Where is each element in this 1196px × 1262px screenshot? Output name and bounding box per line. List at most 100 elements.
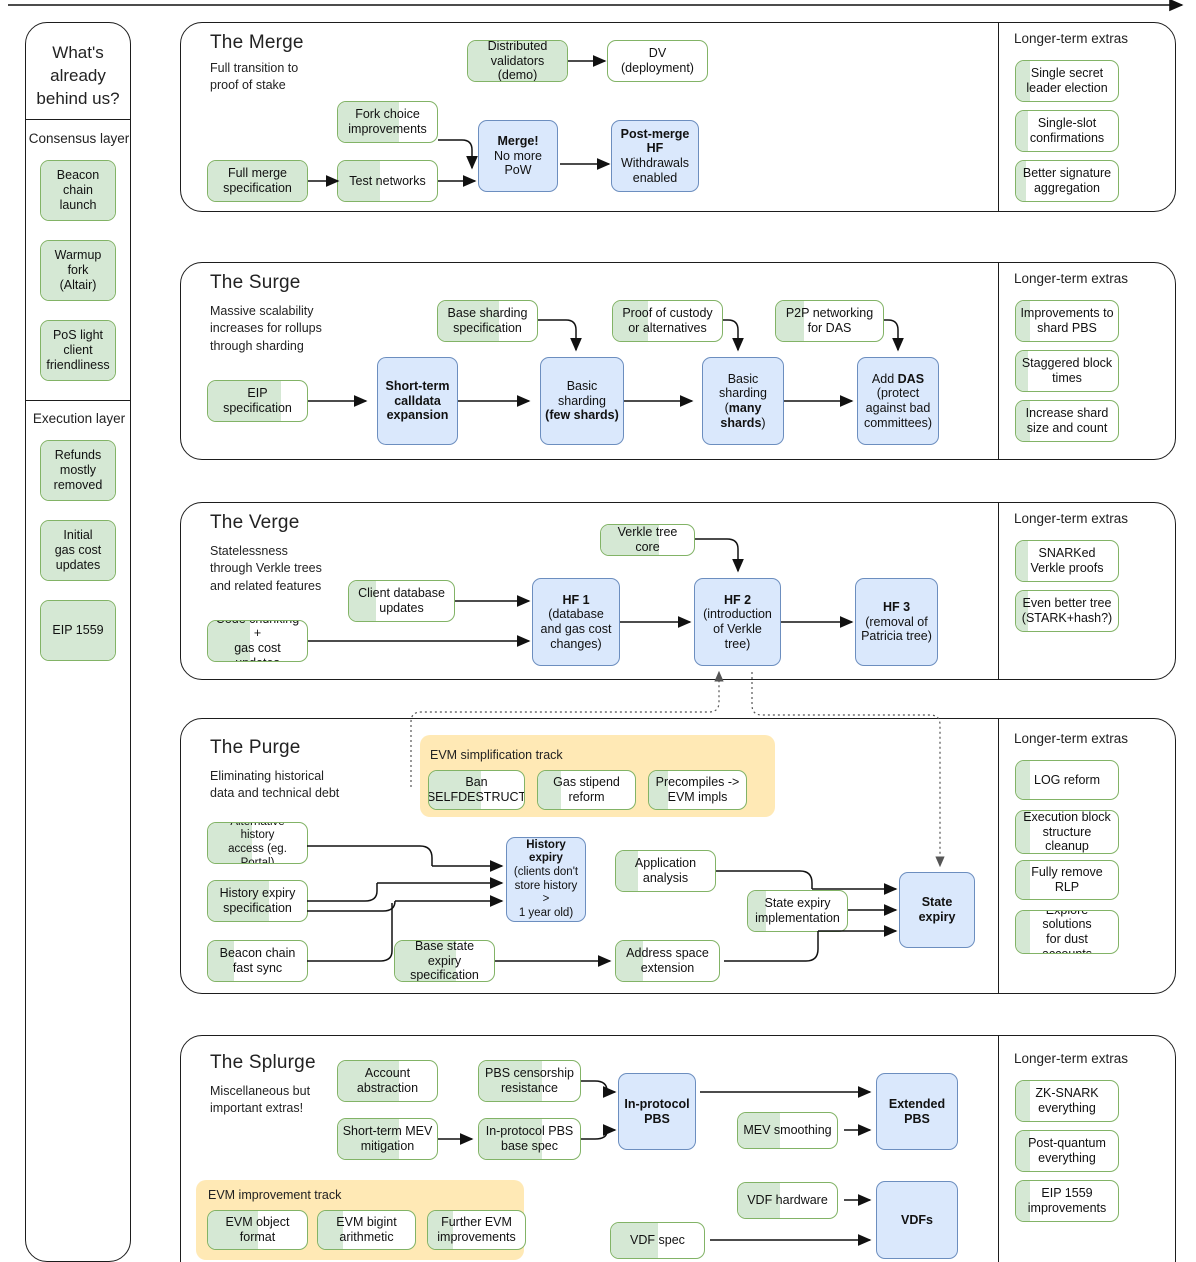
- progress-fill: [1016, 301, 1031, 341]
- surge-extras-divider: [998, 262, 999, 460]
- progress-fill: [1016, 861, 1031, 899]
- node-pbs-censorship-resistance[interactable]: PBS censorship resistance: [478, 1060, 581, 1102]
- node-code-chunking-gas-cost-updates[interactable]: Code chunking + gas cost updates: [207, 620, 308, 662]
- extra-execution-block-structure-cleanup[interactable]: Execution block structure cleanup: [1015, 810, 1119, 854]
- rail-divider-2: [25, 400, 131, 401]
- node-application-analysis[interactable]: Application analysis: [615, 850, 716, 892]
- progress-fill: [41, 601, 115, 660]
- extras-title-merge: Longer-term extras: [1014, 31, 1129, 46]
- node-mev-smoothing[interactable]: MEV smoothing: [737, 1112, 838, 1149]
- node-short-term-mev-mitigation[interactable]: Short-term MEV mitigation: [337, 1118, 438, 1160]
- node-test-networks[interactable]: Test networks: [337, 160, 438, 202]
- node-beacon-chain-fast-sync[interactable]: Beacon chain fast sync: [207, 940, 308, 982]
- rail-item-pos-light-client[interactable]: PoS light client friendliness: [40, 320, 116, 381]
- extra-eip-1559-improvements[interactable]: EIP 1559 improvements: [1015, 1180, 1119, 1222]
- progress-fill: [1016, 111, 1029, 151]
- rail-item-beacon-chain-launch[interactable]: Beacon chain launch: [40, 160, 116, 221]
- progress-fill: [318, 1211, 344, 1249]
- node-state-expiry-implementation[interactable]: State expiry implementation: [747, 890, 848, 932]
- node-proof-of-custody[interactable]: Proof of custody or alternatives: [612, 300, 723, 342]
- track-item-ban-selfdestruct[interactable]: Ban SELFDESTRUCT: [428, 770, 525, 810]
- progress-fill: [1016, 61, 1031, 101]
- node-vdf-spec[interactable]: VDF spec: [610, 1222, 705, 1259]
- node-fork-choice-improvements[interactable]: Fork choice improvements: [337, 101, 438, 143]
- section-title-surge: The Surge: [210, 272, 301, 293]
- extras-title-verge: Longer-term extras: [1014, 511, 1129, 526]
- node-state-expiry[interactable]: State expiry: [899, 872, 975, 948]
- node-full-merge-specification[interactable]: Full merge specification: [207, 160, 308, 202]
- extra-single-slot-confirmations[interactable]: Single-slot confirmations: [1015, 110, 1119, 152]
- track-item-evm-bigint-arithmetic[interactable]: EVM bigint arithmetic: [317, 1210, 416, 1250]
- node-distributed-validators[interactable]: Distributed validators (demo): [467, 40, 568, 82]
- evm-simplification-track-label: EVM simplification track: [430, 748, 563, 762]
- progress-fill: [208, 881, 270, 921]
- rail-group-label-execution: Execution layer: [32, 411, 126, 426]
- rail-item-eip-1559[interactable]: EIP 1559: [40, 600, 116, 661]
- progress-fill: [613, 301, 648, 341]
- extra-fully-remove-rlp[interactable]: Fully remove RLP: [1015, 860, 1119, 900]
- progress-fill: [1016, 761, 1031, 799]
- extra-log-reform[interactable]: LOG reform: [1015, 760, 1119, 800]
- progress-fill: [428, 1211, 454, 1249]
- extra-post-quantum-everything[interactable]: Post-quantum everything: [1015, 1130, 1119, 1172]
- progress-fill: [349, 581, 377, 621]
- track-item-evm-object-format[interactable]: EVM object format: [207, 1210, 308, 1250]
- node-vdfs[interactable]: VDFs: [876, 1181, 958, 1259]
- rail-item-refunds-removed[interactable]: Refunds mostly removed: [40, 440, 116, 501]
- node-eip-specification[interactable]: EIP specification: [207, 380, 308, 422]
- node-base-state-expiry-specification[interactable]: Base state expiry specification: [394, 940, 495, 982]
- track-item-precompiles-to-evm-impls[interactable]: Precompiles -> EVM impls: [648, 770, 747, 810]
- extra-zk-snark-everything[interactable]: ZK-SNARK everything: [1015, 1080, 1119, 1122]
- section-subtitle-purge: Eliminating historical data and technica…: [210, 769, 340, 801]
- purge-extras-divider: [998, 718, 999, 994]
- extra-single-secret-leader-election[interactable]: Single secret leader election: [1015, 60, 1119, 102]
- extra-even-better-tree[interactable]: Even better tree (STARK+hash?): [1015, 590, 1119, 632]
- extra-improvements-to-shard-pbs[interactable]: Improvements to shard PBS: [1015, 300, 1119, 342]
- progress-fill: [338, 1061, 400, 1101]
- extra-snarked-verkle-proofs[interactable]: SNARKed Verkle proofs: [1015, 540, 1119, 582]
- progress-fill: [208, 621, 250, 661]
- node-in-protocol-pbs-base-spec[interactable]: In-protocol PBS base spec: [478, 1118, 581, 1160]
- node-address-space-extension[interactable]: Address space extension: [615, 940, 720, 982]
- rail-item-warmup-fork[interactable]: Warmup fork (Altair): [40, 240, 116, 301]
- track-item-further-evm-improvements[interactable]: Further EVM improvements: [427, 1210, 526, 1250]
- track-item-gas-stipend-reform[interactable]: Gas stipend reform: [537, 770, 636, 810]
- rail-item-initial-gas-cost[interactable]: Initial gas cost updates: [40, 520, 116, 581]
- node-base-sharding-specification[interactable]: Base sharding specification: [437, 300, 538, 342]
- node-verkle-tree-core[interactable]: Verkle tree core: [600, 524, 695, 556]
- extra-staggered-block-times[interactable]: Staggered block times: [1015, 350, 1119, 392]
- node-vdf-hardware[interactable]: VDF hardware: [737, 1182, 838, 1219]
- progress-fill: [479, 1119, 542, 1159]
- extra-better-signature-aggregation[interactable]: Better signature aggregation: [1015, 160, 1119, 202]
- extra-explore-solutions-for-dust-accounts[interactable]: Explore solutions for dust accounts: [1015, 910, 1119, 954]
- progress-fill: [208, 161, 307, 201]
- node-account-abstraction[interactable]: Account abstraction: [337, 1060, 438, 1102]
- node-client-database-updates[interactable]: Client database updates: [348, 580, 455, 622]
- extra-increase-shard-size-and-count[interactable]: Increase shard size and count: [1015, 400, 1119, 442]
- progress-fill: [601, 525, 659, 555]
- node-history-expiry-specification[interactable]: History expiry specification: [207, 880, 308, 922]
- node-p2p-networking-for-das[interactable]: P2P networking for DAS: [775, 300, 884, 342]
- node-dv-deployment[interactable]: DV (deployment): [607, 40, 708, 82]
- progress-fill: [338, 102, 400, 142]
- progress-fill: [1016, 351, 1029, 391]
- node-alternative-history-access[interactable]: Alternative history access (eg. Portal): [207, 822, 308, 864]
- merge-extras-divider: [998, 22, 999, 212]
- section-panel-surge: [180, 262, 1176, 460]
